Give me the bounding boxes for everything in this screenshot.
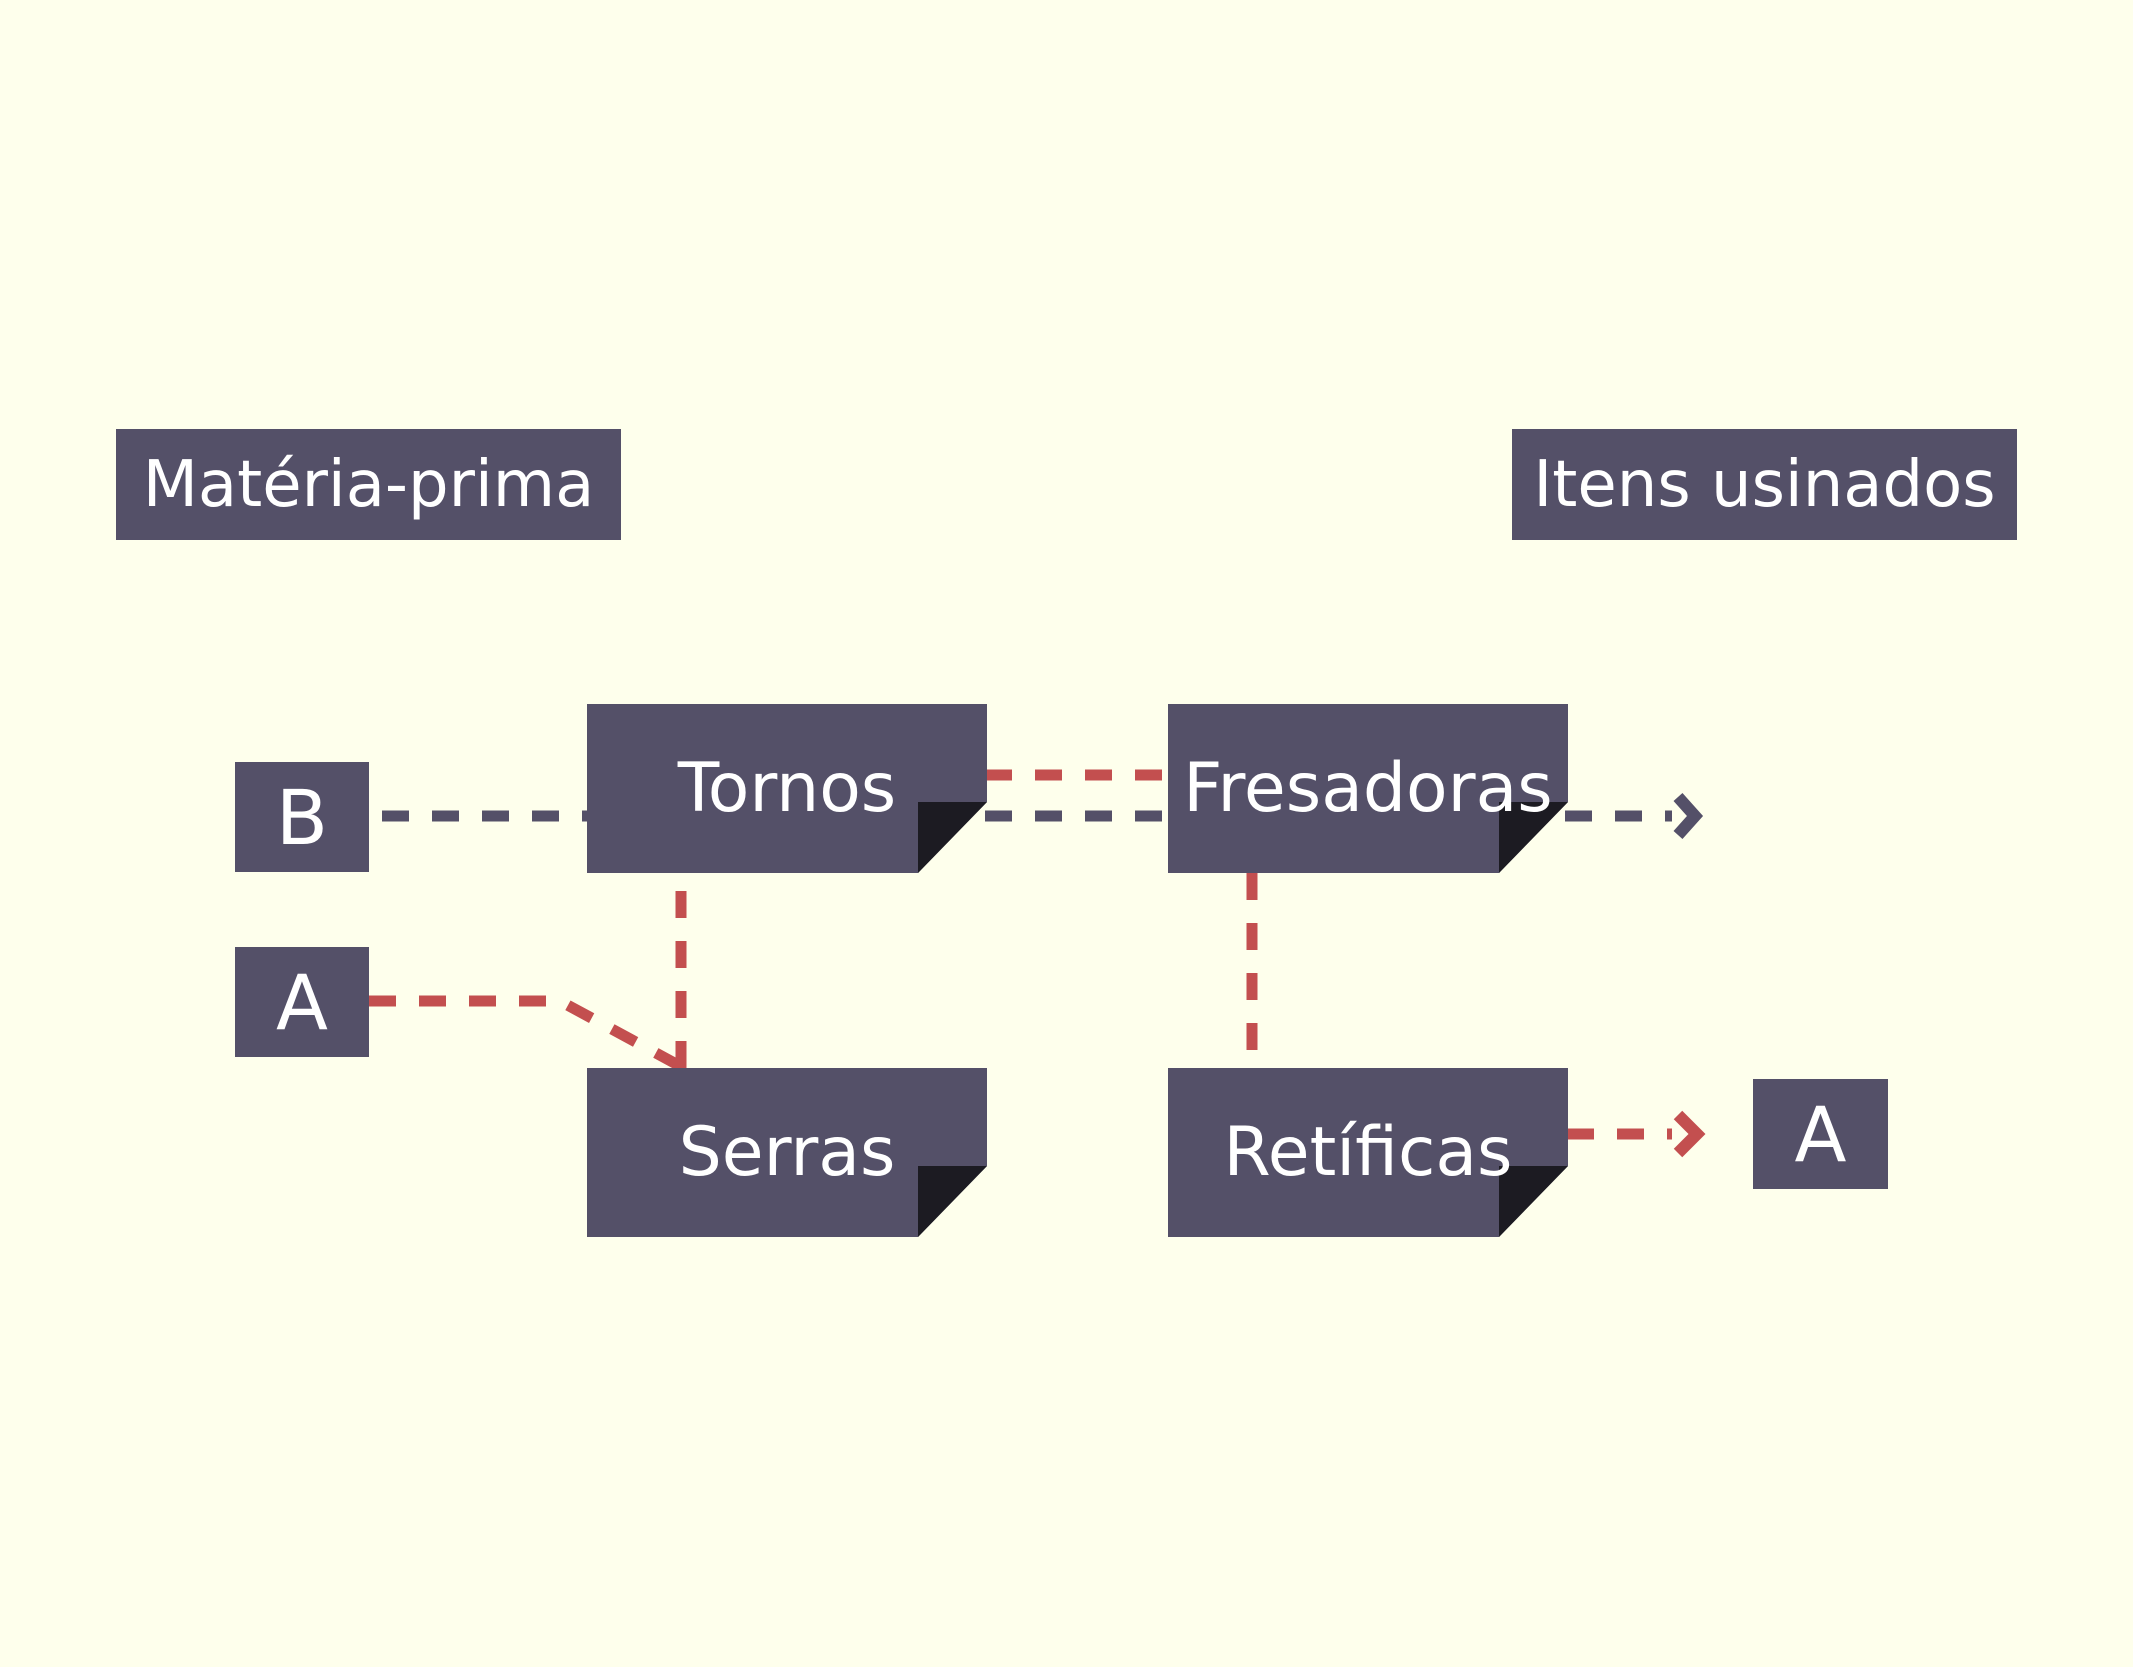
machine-fresadoras-label: Fresadoras [1183, 749, 1553, 828]
machine-retificas-label: Retíficas [1223, 1113, 1513, 1192]
machine-serras-shape [587, 1068, 987, 1237]
route-a-arrowhead [1673, 1110, 1706, 1158]
machine-fresadoras-shape [1168, 704, 1568, 873]
machine-serras-label: Serras [678, 1113, 896, 1192]
machined-items-label: Itens usinados [1512, 429, 2017, 540]
machine-fresadoras: Fresadoras [1168, 704, 1568, 873]
input-tag-a: A [235, 947, 369, 1057]
raw-material-label: Matéria-prima [116, 429, 621, 540]
machine-retificas: Retíficas [1168, 1068, 1568, 1237]
route-b-arrowhead [1673, 792, 1704, 840]
machine-tornos-shape [587, 704, 987, 873]
machine-tornos-label: Tornos [677, 749, 897, 828]
output-tag-a: A [1753, 1079, 1888, 1189]
machine-serras: Serras [587, 1068, 987, 1237]
machine-retificas-shape [1168, 1068, 1568, 1237]
input-tag-b: B [235, 762, 369, 872]
route-a-input-to-serras [369, 995, 683, 1071]
machine-tornos: Tornos [587, 704, 987, 873]
